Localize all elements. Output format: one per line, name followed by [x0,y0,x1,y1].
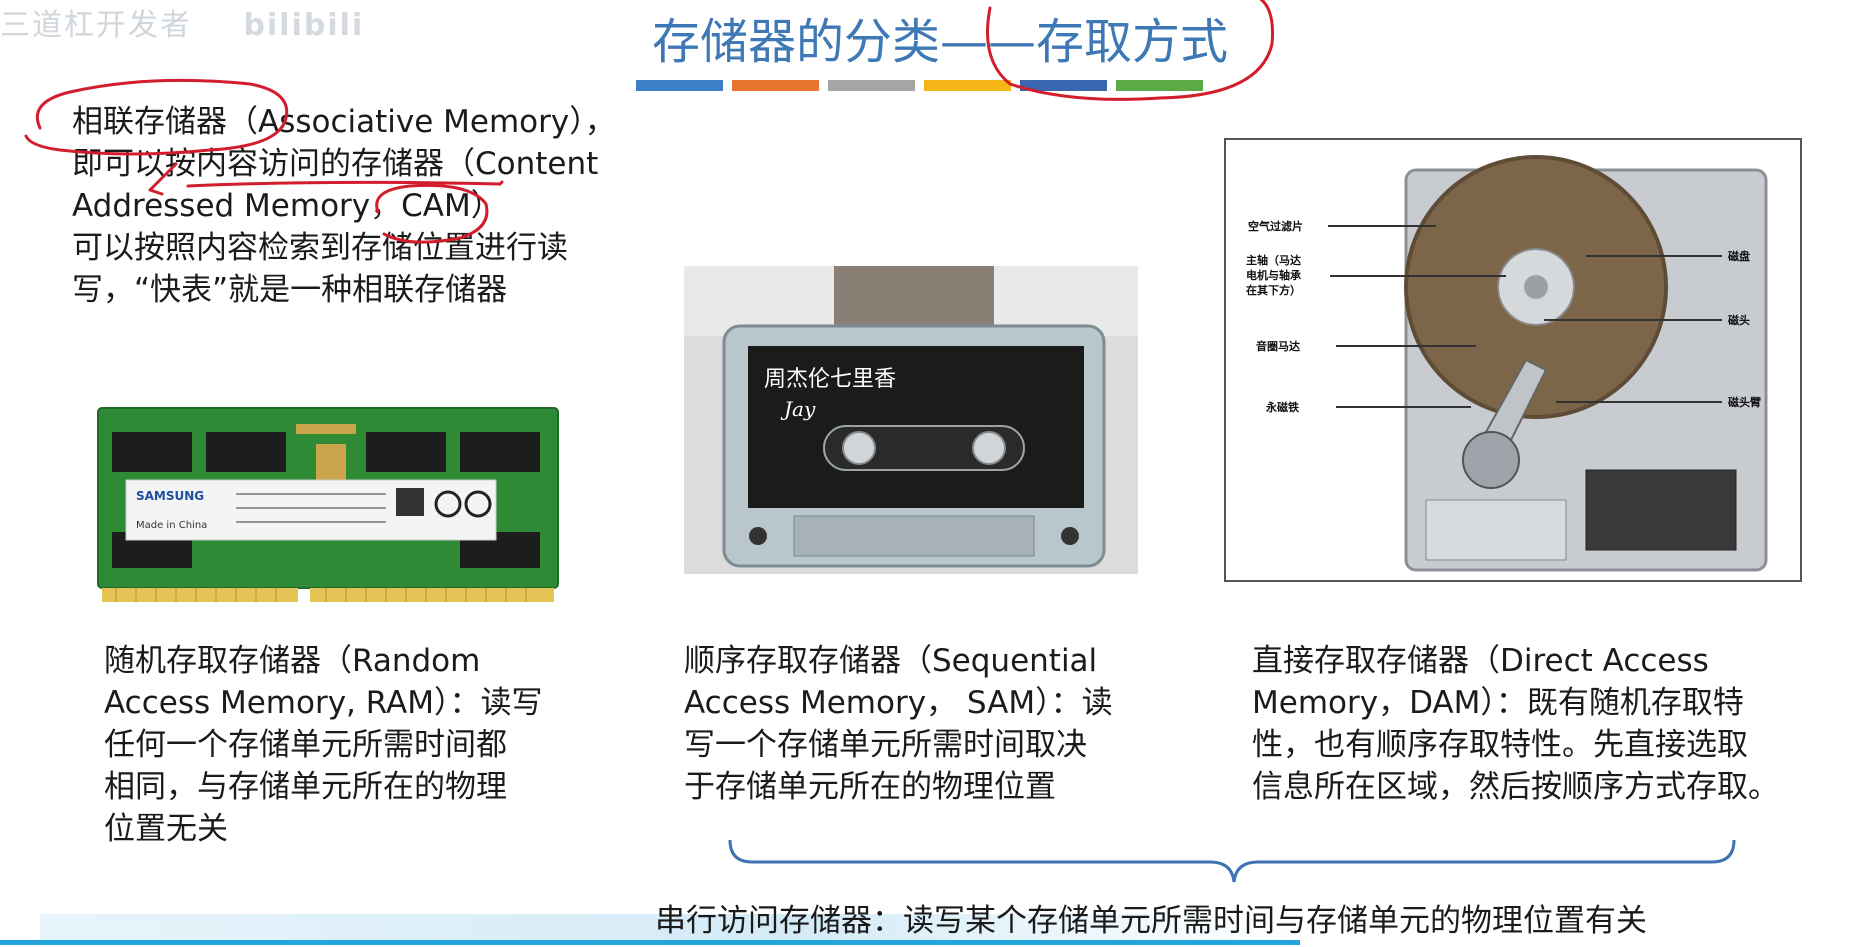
cam-line: 相联存储器（Associative Memory）， [72,104,616,140]
ram-line: Access Memory, RAM）：读写 [104,685,543,721]
tape-sub-label: Jay [780,397,816,421]
color-segment [636,80,723,91]
watermark-text: 三道杠开发者 [0,8,192,43]
cam-line: 写，“快表”就是一种相联存储器 [72,272,508,308]
cam-line: Addressed Memory，CAM） [72,188,502,224]
callout-voice-coil: 音圈马达 [1256,339,1300,353]
color-segment [1116,80,1203,91]
bottom-progress-strip [40,914,1300,944]
cassette-tape-icon: 周杰伦七里香 Jay [684,266,1138,574]
ram-line: 任何一个存储单元所需时间都 [104,727,507,763]
sam-line: Access Memory， SAM）：读 [684,685,1113,721]
dam-line: Memory，DAM）：既有随机存取特 [1252,685,1744,721]
cam-description: 相联存储器（Associative Memory）， 即可以按内容访问的存储器（… [72,101,616,311]
callout-air-filter: 空气过滤片 [1248,219,1303,233]
ram-line: 位置无关 [104,811,228,847]
hard-disk-icon: 空气过滤片 主轴（马达 电机与轴承 在其下方） 音圈马达 永磁铁 磁盘 磁头 磁… [1224,138,1802,582]
slide-title: 存储器的分类——存取方式 [651,14,1228,70]
ram-module-icon: SAMSUNG Made in China [96,404,560,604]
ram-line: 随机存取存储器（Random [104,643,481,679]
color-segment [924,80,1011,91]
watermark: 三道杠开发者 bilibili [0,0,364,44]
dam-line: 直接存取存储器（Direct Access [1252,643,1709,679]
cam-line: 可以按照内容检索到存储位置进行读 [72,230,568,266]
brace-icon [728,839,1736,883]
dam-line: 性，也有顺序存取特性。先直接选取 [1252,727,1748,763]
sam-line: 写一个存储单元所需时间取决 [684,727,1087,763]
cam-line: 即可以按内容访问的存储器（Content [72,146,599,182]
ram-line: 相同，与存储单元所在的物理 [104,769,507,805]
ram-description: 随机存取存储器（Random Access Memory, RAM）：读写 任何… [104,640,543,850]
callout-magnet: 永磁铁 [1265,400,1299,414]
tape-label: 周杰伦七里香 [764,367,896,392]
callout-arm: 磁头臂 [1728,395,1761,409]
bilibili-logo-icon: bilibili [243,8,365,43]
ram-chip-label: SAMSUNG [136,489,204,503]
callout-spindle-2: 电机与轴承 [1246,268,1302,282]
ram-made-in: Made in China [136,520,207,531]
serial-access-summary: 串行访问存储器：读写某个存储单元所需时间与存储单元的物理位置有关 [655,903,1647,939]
color-segment [732,80,819,91]
dam-line: 信息所在区域，然后按顺序方式存取。 [1252,769,1779,805]
dam-description: 直接存取存储器（Direct Access Memory，DAM）：既有随机存取… [1252,640,1779,808]
bottom-accent-line [0,940,1300,945]
color-segment [828,80,915,91]
sam-description: 顺序存取存储器（Sequential Access Memory， SAM）：读… [684,640,1113,808]
callout-head: 磁头 [1728,313,1750,327]
callout-platter: 磁盘 [1728,249,1750,263]
color-segment [1020,80,1107,91]
callout-spindle-1: 主轴（马达 [1246,253,1301,267]
callout-spindle-3: 在其下方） [1246,283,1301,297]
sam-line: 顺序存取存储器（Sequential [684,643,1098,679]
sam-line: 于存储单元所在的物理位置 [684,769,1056,805]
